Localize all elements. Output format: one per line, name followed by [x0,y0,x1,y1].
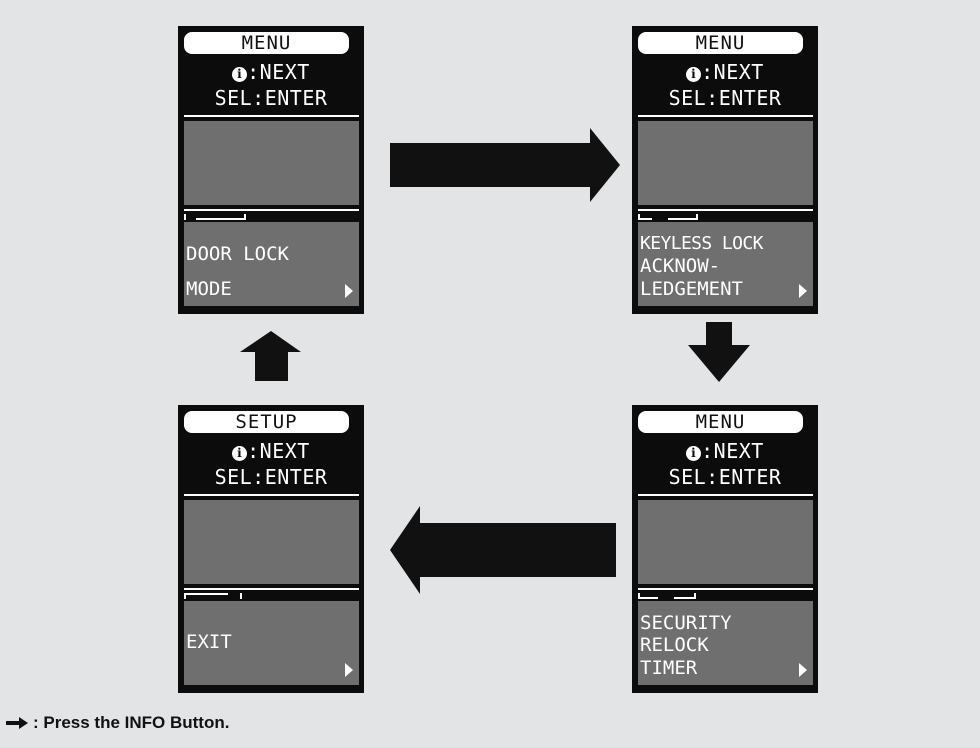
item-line: KEYLESS LOCK [640,233,763,254]
info-next-text: :NEXT [247,439,310,463]
info-icon: i [232,446,248,461]
divider [184,494,359,496]
scroll-indicator [638,214,718,222]
sel-enter-hint: SEL:ENTER [214,86,328,110]
info-icon: i [232,67,248,82]
scroll-indicator [184,214,264,222]
display-area [184,500,359,584]
screen-door-lock-mode: MENU i:NEXT SEL:ENTER DOOR LOCK MODE [178,26,364,314]
item-line: RELOCK [640,634,709,656]
next-triangle-icon [799,663,807,677]
item-line: EXIT [186,631,232,653]
screen-setup-exit: SETUP i:NEXT SEL:ENTER EXIT [178,405,364,693]
down-arrow-icon [688,322,750,382]
scroll-indicator [184,593,264,601]
item-line: TIMER [640,657,698,679]
divider [638,209,813,211]
right-arrow-icon [390,128,620,202]
screen-title: MENU [638,32,803,54]
item-line: LEDGEMENT [640,278,743,300]
info-next-hint: i:NEXT [632,439,818,463]
divider [638,494,813,496]
divider [638,588,813,590]
info-icon: i [686,446,702,461]
display-area [638,121,813,205]
display-area [184,121,359,205]
screen-security-relock-timer: MENU i:NEXT SEL:ENTER SECURITY RELOCK TI… [632,405,818,693]
screen-title: MENU [638,411,803,433]
item-line: DOOR LOCK [186,243,289,265]
legend-arrow-icon [6,717,30,729]
info-next-hint: i:NEXT [178,439,364,463]
left-arrow-icon [390,506,616,594]
sel-enter-hint: SEL:ENTER [214,465,328,489]
info-next-text: :NEXT [247,60,310,84]
screen-title: SETUP [184,411,349,433]
scroll-indicator [638,593,718,601]
info-next-hint: i:NEXT [178,60,364,84]
item-line: ACKNOW- [640,255,721,277]
item-panel [638,601,813,685]
screen-keyless-lock: MENU i:NEXT SEL:ENTER KEYLESS LOCK ACKNO… [632,26,818,314]
divider [184,115,359,117]
item-panel [638,222,813,306]
info-icon: i [686,67,702,82]
info-next-text: :NEXT [701,439,764,463]
divider [184,588,359,590]
item-line: MODE [186,278,232,300]
next-triangle-icon [345,284,353,298]
item-panel [184,601,359,685]
sel-enter-hint: SEL:ENTER [668,465,782,489]
up-arrow-icon [240,331,301,381]
screen-title: MENU [184,32,349,54]
next-triangle-icon [799,284,807,298]
legend-text: : Press the INFO Button. [33,713,230,732]
info-next-text: :NEXT [701,60,764,84]
sel-enter-hint: SEL:ENTER [668,86,782,110]
legend: : Press the INFO Button. [6,713,229,733]
item-panel [184,222,359,306]
divider [184,209,359,211]
display-area [638,500,813,584]
divider [638,115,813,117]
item-line: SECURITY [640,612,732,634]
next-triangle-icon [345,663,353,677]
info-next-hint: i:NEXT [632,60,818,84]
